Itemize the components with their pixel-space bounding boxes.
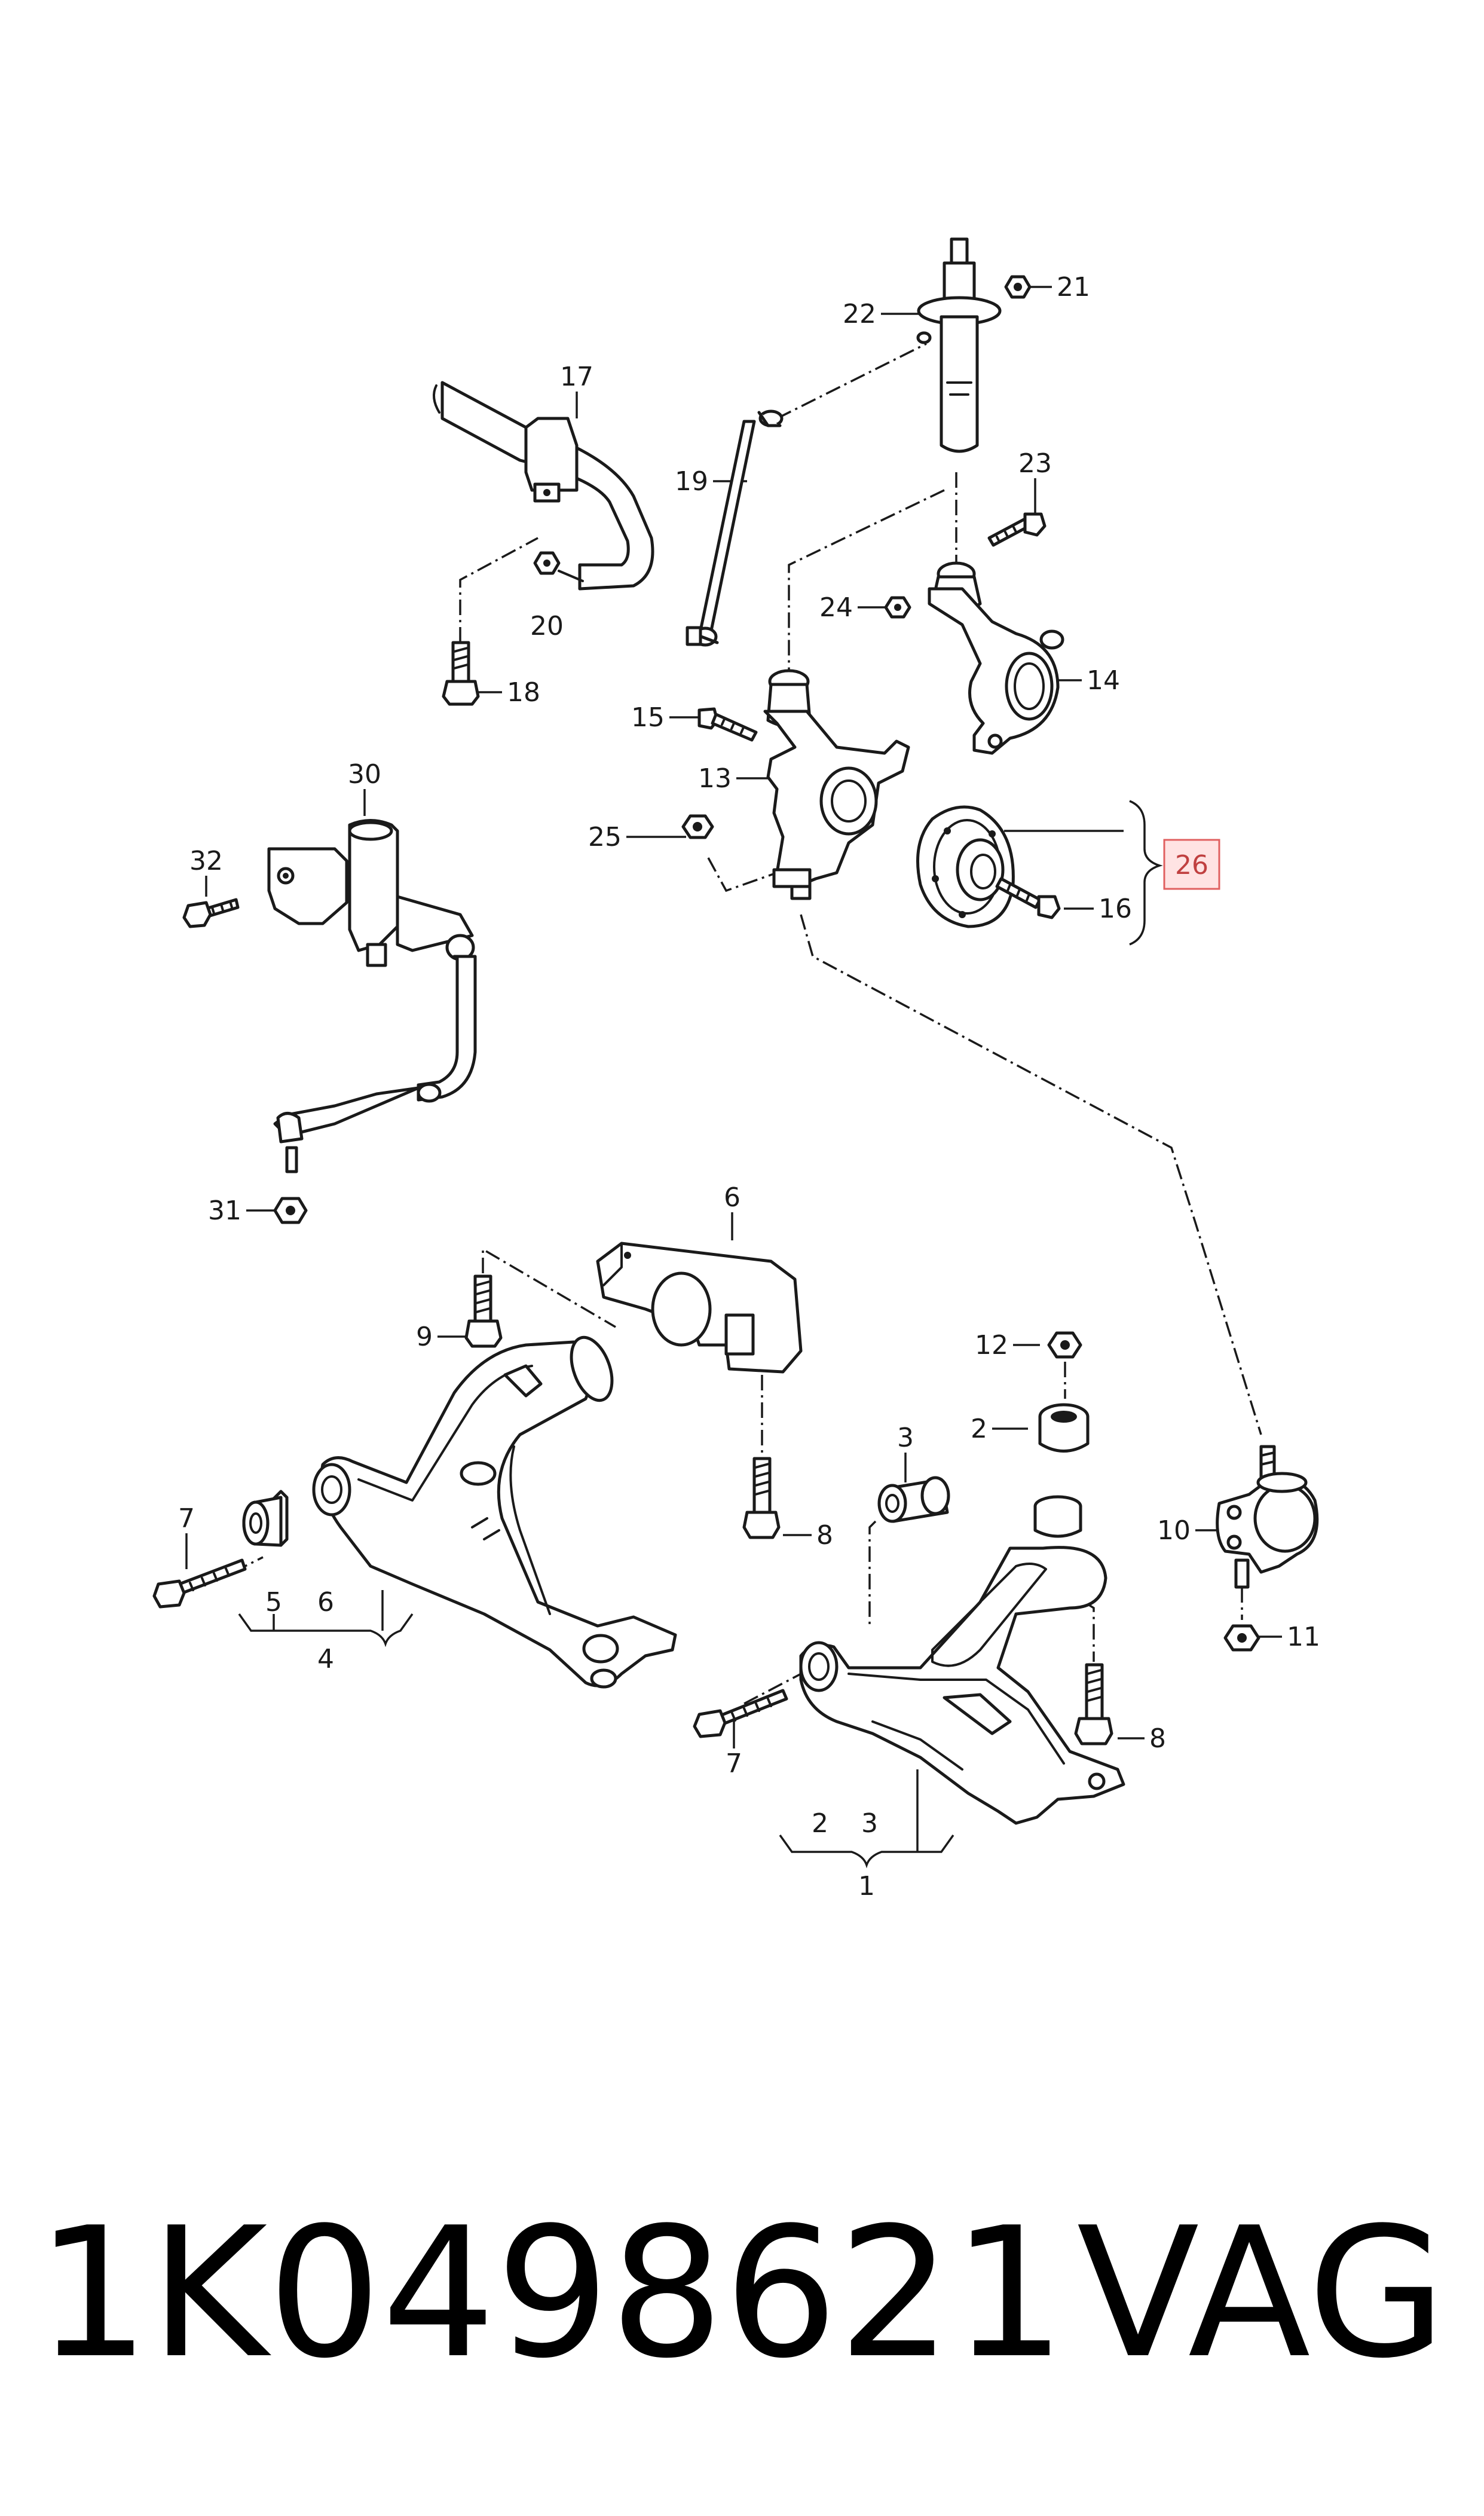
callout-30: 30 xyxy=(348,759,381,790)
callout-3-right: 3 xyxy=(897,1423,914,1453)
nut-20 xyxy=(533,551,584,582)
bushing-5 xyxy=(242,1490,289,1547)
bolt-16 xyxy=(995,877,1061,919)
leader-lines xyxy=(185,286,1282,1869)
callout-16: 16 xyxy=(1099,894,1132,924)
callout-1: 1 xyxy=(858,1871,875,1901)
callout-7-left: 7 xyxy=(178,1503,195,1534)
bushing-2 xyxy=(1038,1403,1090,1453)
callout-26-box xyxy=(1163,839,1220,890)
callout-13: 13 xyxy=(698,763,732,794)
callout-2-lower: 2 xyxy=(812,1808,828,1839)
callout-6-bottom: 6 xyxy=(317,1587,334,1618)
callout-12: 12 xyxy=(975,1330,1008,1361)
callout-7-lower: 7 xyxy=(726,1748,742,1779)
callout-21: 21 xyxy=(1057,272,1090,302)
bolt-7-lower xyxy=(693,1689,788,1738)
callout-labels: 17 21 22 19 23 20 24 14 18 15 13 25 16 3… xyxy=(178,272,1320,1901)
callout-32: 32 xyxy=(189,846,223,876)
strut-22 xyxy=(916,237,1002,453)
nut-12 xyxy=(1047,1331,1082,1359)
callout-31: 31 xyxy=(208,1196,241,1226)
footer: 1K0498621 VAG xyxy=(36,2189,1446,2398)
bolt-7-left xyxy=(152,1558,247,1609)
callout-11: 11 xyxy=(1287,1622,1320,1652)
steering-knuckle-13 xyxy=(763,669,910,900)
callout-25: 25 xyxy=(588,822,622,852)
footer-brand: VAG xyxy=(1077,2189,1446,2398)
callout-14: 14 xyxy=(1087,665,1120,696)
bolt-8-lower xyxy=(1074,1663,1113,1745)
callout-19: 19 xyxy=(675,466,708,497)
callout-17: 17 xyxy=(560,362,593,392)
callout-2-right: 2 xyxy=(971,1414,987,1444)
bushing-bracket-6 xyxy=(596,1242,803,1374)
callout-8-upper: 8 xyxy=(816,1520,833,1551)
control-arm-1 xyxy=(799,1495,1125,1825)
callout-23: 23 xyxy=(1018,448,1052,479)
callout-8-lower: 8 xyxy=(1149,1723,1166,1754)
callout-18: 18 xyxy=(507,677,540,708)
bolt-23 xyxy=(987,512,1047,547)
callout-6-top: 6 xyxy=(724,1182,741,1213)
callout-15: 15 xyxy=(631,702,665,733)
wheel-hub-26 xyxy=(916,805,1015,928)
callout-9: 9 xyxy=(416,1322,433,1352)
bolt-9 xyxy=(464,1274,503,1348)
nut-25 xyxy=(681,814,714,839)
callout-22: 22 xyxy=(843,299,876,329)
nut-11 xyxy=(1223,1624,1260,1652)
stabilizer-bar-17 xyxy=(433,381,654,591)
ball-joint-10 xyxy=(1216,1445,1319,1589)
level-sensor-30 xyxy=(267,819,477,1173)
bolt-8-upper xyxy=(742,1457,781,1539)
nut-31 xyxy=(273,1197,308,1224)
callout-20: 20 xyxy=(530,611,564,641)
stabilizer-link-19 xyxy=(686,409,784,647)
callout-5: 5 xyxy=(265,1587,282,1618)
callout-4: 4 xyxy=(317,1644,334,1674)
callout-3-lower: 3 xyxy=(861,1808,878,1839)
bolt-18 xyxy=(442,641,480,706)
steering-knuckle-14 xyxy=(928,561,1064,755)
bolt-15 xyxy=(697,707,758,742)
control-arm-4 xyxy=(312,1335,677,1689)
nut-24 xyxy=(884,596,911,619)
bolt-32 xyxy=(182,898,240,928)
callout-24: 24 xyxy=(819,592,853,623)
footer-part-number: 1K0498621 xyxy=(36,2189,1066,2398)
bushing-3 xyxy=(877,1476,950,1523)
nut-21 xyxy=(1004,275,1032,299)
callout-10: 10 xyxy=(1157,1515,1191,1546)
dash-dot-axes xyxy=(232,343,1262,1705)
callout-26: 26 xyxy=(1175,850,1208,881)
